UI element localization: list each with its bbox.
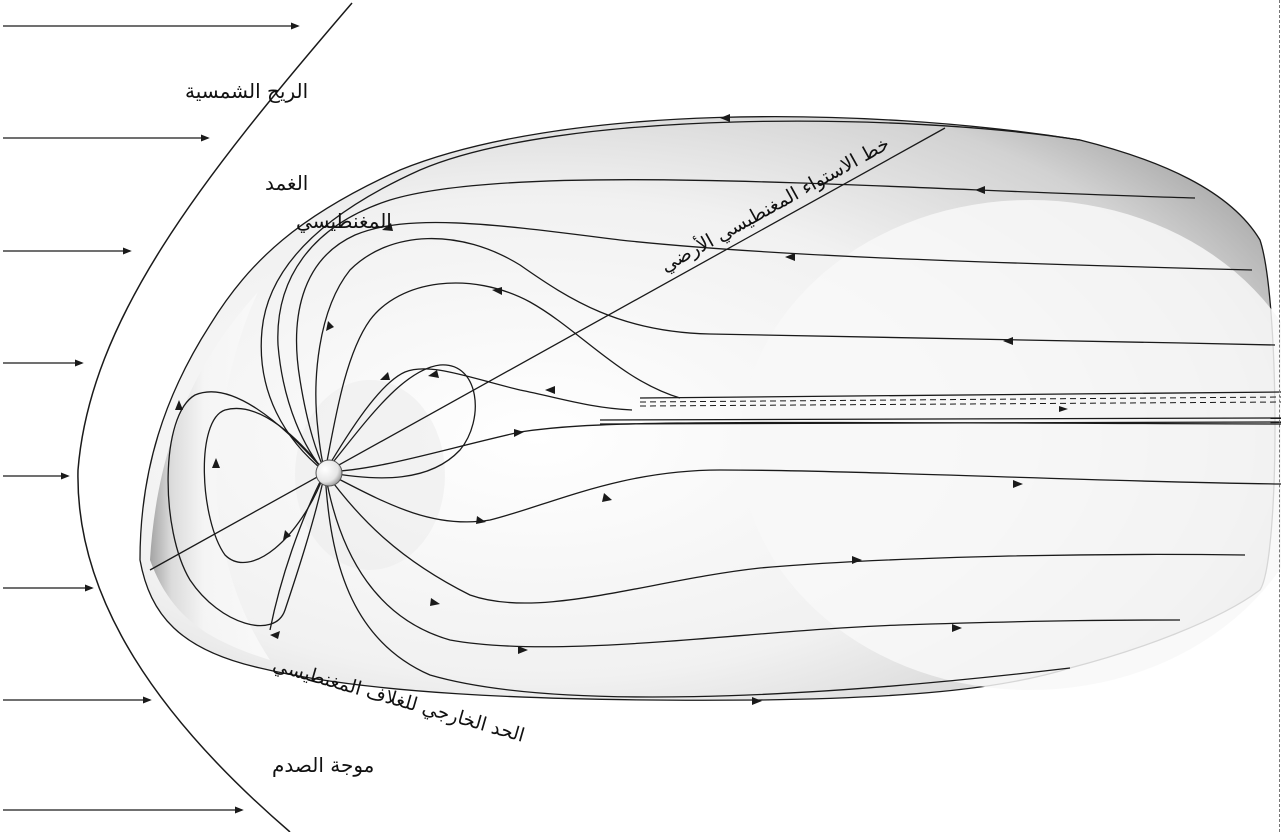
label-magnetosheath-line2: المغنطيسي	[296, 209, 392, 234]
field-line	[324, 421, 1281, 473]
field-line	[324, 471, 1246, 604]
field-line	[324, 471, 1181, 648]
field-line	[324, 469, 1281, 523]
field-line	[324, 471, 1071, 698]
magnetosphere-nose-shade	[150, 292, 270, 660]
solar-wind-arrows	[3, 22, 300, 814]
tail-highlight	[740, 200, 1281, 690]
field-line	[277, 179, 1196, 473]
field-lines-dayside	[167, 364, 524, 639]
right-edge-border	[1279, 0, 1280, 832]
field-line	[324, 364, 476, 479]
field-line	[260, 120, 1081, 473]
field-line	[203, 407, 326, 564]
plasma-sheet	[599, 391, 1281, 425]
field-line	[324, 282, 681, 473]
label-solar-wind: الريح الشمسية	[185, 79, 308, 103]
magnetic-equator-line	[149, 127, 946, 571]
field-line	[295, 221, 1253, 473]
field-line	[167, 391, 326, 627]
field-line	[315, 237, 1276, 473]
bow-shock-curve	[77, 2, 353, 832]
earth-icon	[315, 459, 343, 487]
field-lines-south	[269, 421, 1281, 705]
label-bow-shock: موجة الصدم	[272, 753, 374, 777]
field-line	[269, 471, 326, 631]
field-line	[324, 368, 633, 473]
field-lines-north	[260, 114, 1276, 473]
magnetosphere-body	[139, 116, 1281, 701]
label-magnetosheath-line1: الغمد	[265, 171, 308, 195]
